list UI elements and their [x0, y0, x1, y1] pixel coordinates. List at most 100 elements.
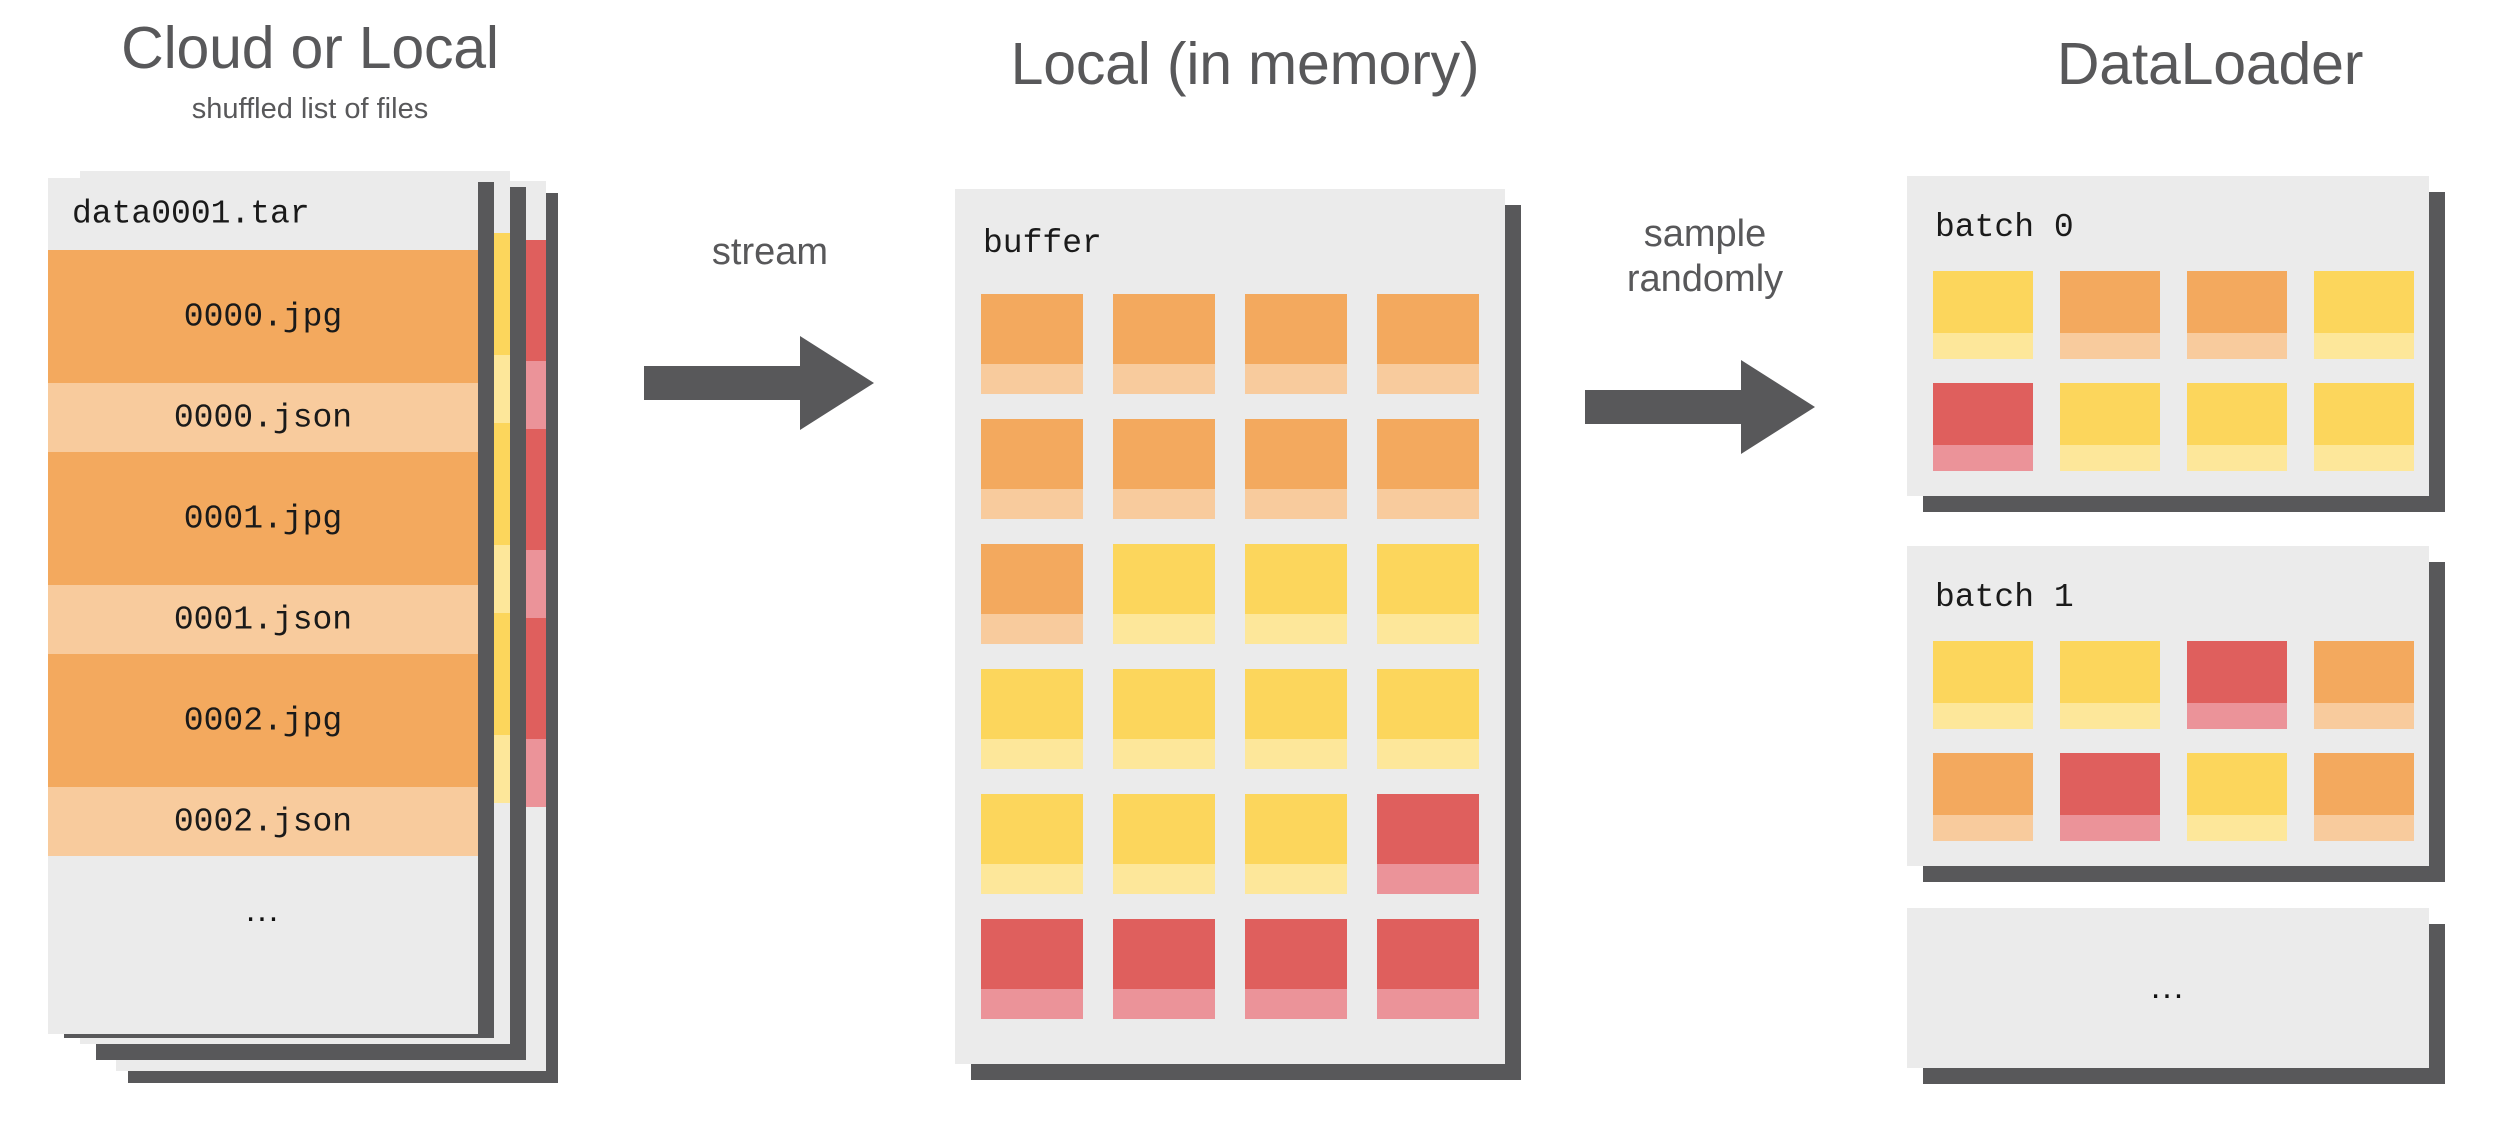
tile-meta-part [2314, 445, 2414, 471]
tile-meta-part [2314, 333, 2414, 359]
tile-image-part [1113, 919, 1215, 989]
tar-card-1: data0001.tar 0000.jpg 0000.json 0001.jpg… [48, 178, 478, 1034]
tile-meta-part [1113, 489, 1215, 519]
tar-file-stack: data0001.tar 0000.jpg 0000.json 0001.jpg… [0, 0, 620, 1126]
tar-row-jpg-0[interactable]: 0000.jpg [48, 250, 478, 383]
tile-image-part [2187, 753, 2287, 815]
sample-tile-red [1113, 919, 1215, 1019]
sample-tile-orange [1377, 419, 1479, 519]
column-title-left: Cloud or Local [121, 15, 499, 81]
tile-image-part [1245, 294, 1347, 364]
tile-image-part [1377, 419, 1479, 489]
sample-tile-orange [1245, 419, 1347, 519]
tile-meta-part [2060, 703, 2160, 729]
tar-row-label: 0002.json [173, 803, 353, 840]
tile-image-part [981, 294, 1083, 364]
tar-row-json-1[interactable]: 0001.json [48, 585, 478, 654]
tile-image-part [2060, 641, 2160, 703]
tile-meta-part [1245, 739, 1347, 769]
tile-meta-part [1245, 864, 1347, 894]
tile-image-part [1113, 794, 1215, 864]
sample-tile-orange [1377, 294, 1479, 394]
sample-tile-orange [2060, 271, 2160, 359]
tar-row-label: 0001.jpg [183, 500, 343, 537]
tile-image-part [2187, 383, 2287, 445]
buffer-label: buffer [983, 225, 1102, 262]
tile-image-part [1933, 271, 2033, 333]
tile-image-part [2314, 383, 2414, 445]
tile-meta-part [2187, 703, 2287, 729]
tile-image-part [2314, 753, 2414, 815]
batch-1-card: batch 1 [1907, 546, 2429, 866]
tile-meta-part [1113, 864, 1215, 894]
batch-1-tile-grid [1933, 641, 2414, 846]
tile-image-part [2187, 271, 2287, 333]
tile-meta-part [1113, 614, 1215, 644]
sample-tile-orange [1933, 753, 2033, 841]
sample-tile-yellow [1245, 544, 1347, 644]
tile-image-part [1113, 669, 1215, 739]
tile-meta-part [1933, 815, 2033, 841]
tile-meta-part [981, 864, 1083, 894]
batch-more-card: ... [1907, 908, 2429, 1068]
sample-tile-orange [1245, 294, 1347, 394]
sample-tile-yellow [1377, 669, 1479, 769]
tile-image-part [981, 419, 1083, 489]
sample-tile-red [2060, 753, 2160, 841]
tar-row-more: ... [48, 856, 478, 966]
tile-meta-part [981, 739, 1083, 769]
sample-tile-yellow [1113, 794, 1215, 894]
tile-image-part [1377, 669, 1479, 739]
tar-row-label: 0002.jpg [183, 702, 343, 739]
tile-image-part [1113, 544, 1215, 614]
tar-row-label: 0001.json [173, 601, 353, 638]
sample-tile-yellow [2187, 753, 2287, 841]
tile-image-part [1377, 794, 1479, 864]
column-subtitle-left: shuffled list of files [191, 93, 429, 125]
sample-tile-yellow [1377, 544, 1479, 644]
tile-meta-part [2187, 333, 2287, 359]
batch-0-tile-grid [1933, 271, 2414, 476]
tar-row-json-0[interactable]: 0000.json [48, 383, 478, 452]
stream-arrow: stream [620, 230, 920, 450]
tile-meta-part [1245, 489, 1347, 519]
tile-meta-part [2187, 445, 2287, 471]
sample-randomly-line-2: randomly [1626, 257, 1784, 300]
tile-meta-part [1377, 864, 1479, 894]
tile-meta-part [2187, 815, 2287, 841]
tar-row-jpg-2[interactable]: 0002.jpg [48, 654, 478, 787]
tile-meta-part [1377, 989, 1479, 1019]
sample-tile-red [1933, 383, 2033, 471]
buffer-tile-grid [981, 294, 1481, 1039]
tile-meta-part [1377, 614, 1479, 644]
right-arrow-icon [1585, 360, 1815, 454]
sample-tile-yellow [1113, 669, 1215, 769]
sample-tile-yellow [981, 794, 1083, 894]
tile-image-part [2314, 271, 2414, 333]
column-title-right: DataLoader [2056, 31, 2364, 97]
tile-image-part [1377, 294, 1479, 364]
tile-meta-part [2314, 815, 2414, 841]
tile-meta-part [1113, 989, 1215, 1019]
sample-tile-yellow [1113, 544, 1215, 644]
tile-image-part [2187, 641, 2287, 703]
tar-row-ellipsis: ... [245, 891, 281, 930]
tile-meta-part [2060, 815, 2160, 841]
sample-tile-red [1377, 919, 1479, 1019]
sample-tile-orange [2314, 641, 2414, 729]
tar-row-jpg-1[interactable]: 0001.jpg [48, 452, 478, 585]
tile-meta-part [1377, 739, 1479, 769]
tar-row-label: 0000.json [173, 399, 353, 436]
tile-image-part [2060, 383, 2160, 445]
tile-meta-part [1245, 614, 1347, 644]
tile-meta-part [981, 614, 1083, 644]
tar-row-json-2[interactable]: 0002.json [48, 787, 478, 856]
tile-image-part [1933, 383, 2033, 445]
tile-meta-part [1113, 364, 1215, 394]
sample-tile-orange [1113, 419, 1215, 519]
sample-tile-red [1245, 919, 1347, 1019]
sample-tile-yellow [2060, 641, 2160, 729]
tile-image-part [1933, 641, 2033, 703]
tile-meta-part [1113, 739, 1215, 769]
tar-row-header: data0001.tar [48, 178, 478, 250]
